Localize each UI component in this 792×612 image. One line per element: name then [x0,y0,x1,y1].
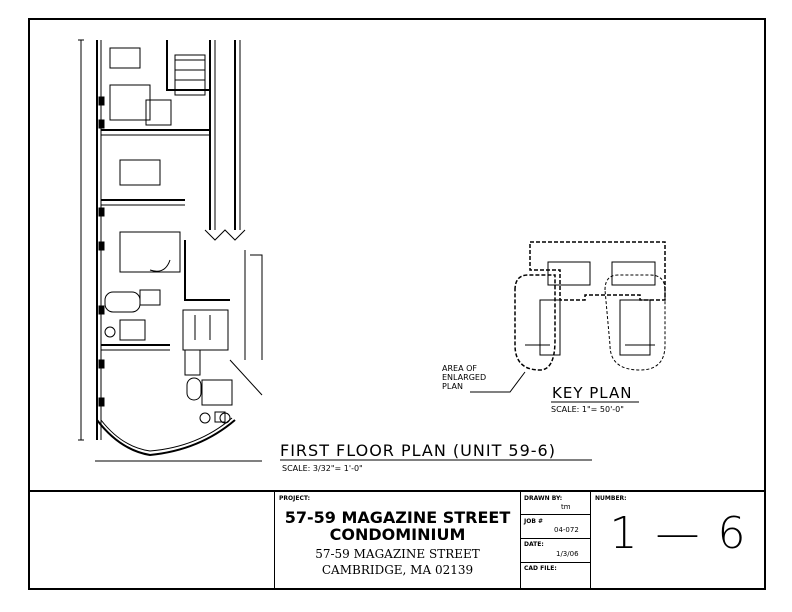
date-label: DATE: [524,541,544,548]
number-label: NUMBER: [595,495,627,502]
project-name-line2: CONDOMINIUM [329,525,466,544]
sheet-number: 1 — 6 [609,508,748,559]
divider [521,538,590,539]
divider [521,562,590,563]
area-of-enlarged-plan-note: AREA OF ENLARGED PLAN [442,364,487,391]
plan-scale: SCALE: 3/32"= 1'-0" [282,464,363,473]
plan-title: FIRST FLOOR PLAN (UNIT 59-6) [280,441,556,460]
title-block-blank-cell [28,492,274,590]
date-value: 1/3/06 [556,550,579,558]
drawn-by-value: tm [561,503,571,511]
project-label: PROJECT: [279,495,311,502]
project-address-line1: 57-59 MAGAZINE STREET [315,547,480,561]
drawing-sheet-border [28,18,766,590]
title-block-info-cell: DRAWN BY: tm JOB # 04-072 DATE: 1/3/06 C… [520,492,590,590]
project-name-line1: 57-59 MAGAZINE STREET [284,508,511,527]
key-plan-scale: SCALE: 1"= 50'-0" [551,405,624,414]
key-plan-title: KEY PLAN [552,384,633,402]
title-block: PROJECT: 57-59 MAGAZINE STREET CONDOMINI… [28,490,766,590]
job-label: JOB # [524,518,544,525]
job-value: 04-072 [554,526,579,534]
divider [521,514,590,515]
project-address-line2: CAMBRIDGE, MA 02139 [321,563,474,577]
cad-file-label: CAD FILE: [524,565,557,572]
drawn-by-label: DRAWN BY: [524,495,563,502]
title-block-number-cell: NUMBER: 1 — 6 [590,492,766,590]
title-block-project-cell: PROJECT: 57-59 MAGAZINE STREET CONDOMINI… [274,492,520,590]
